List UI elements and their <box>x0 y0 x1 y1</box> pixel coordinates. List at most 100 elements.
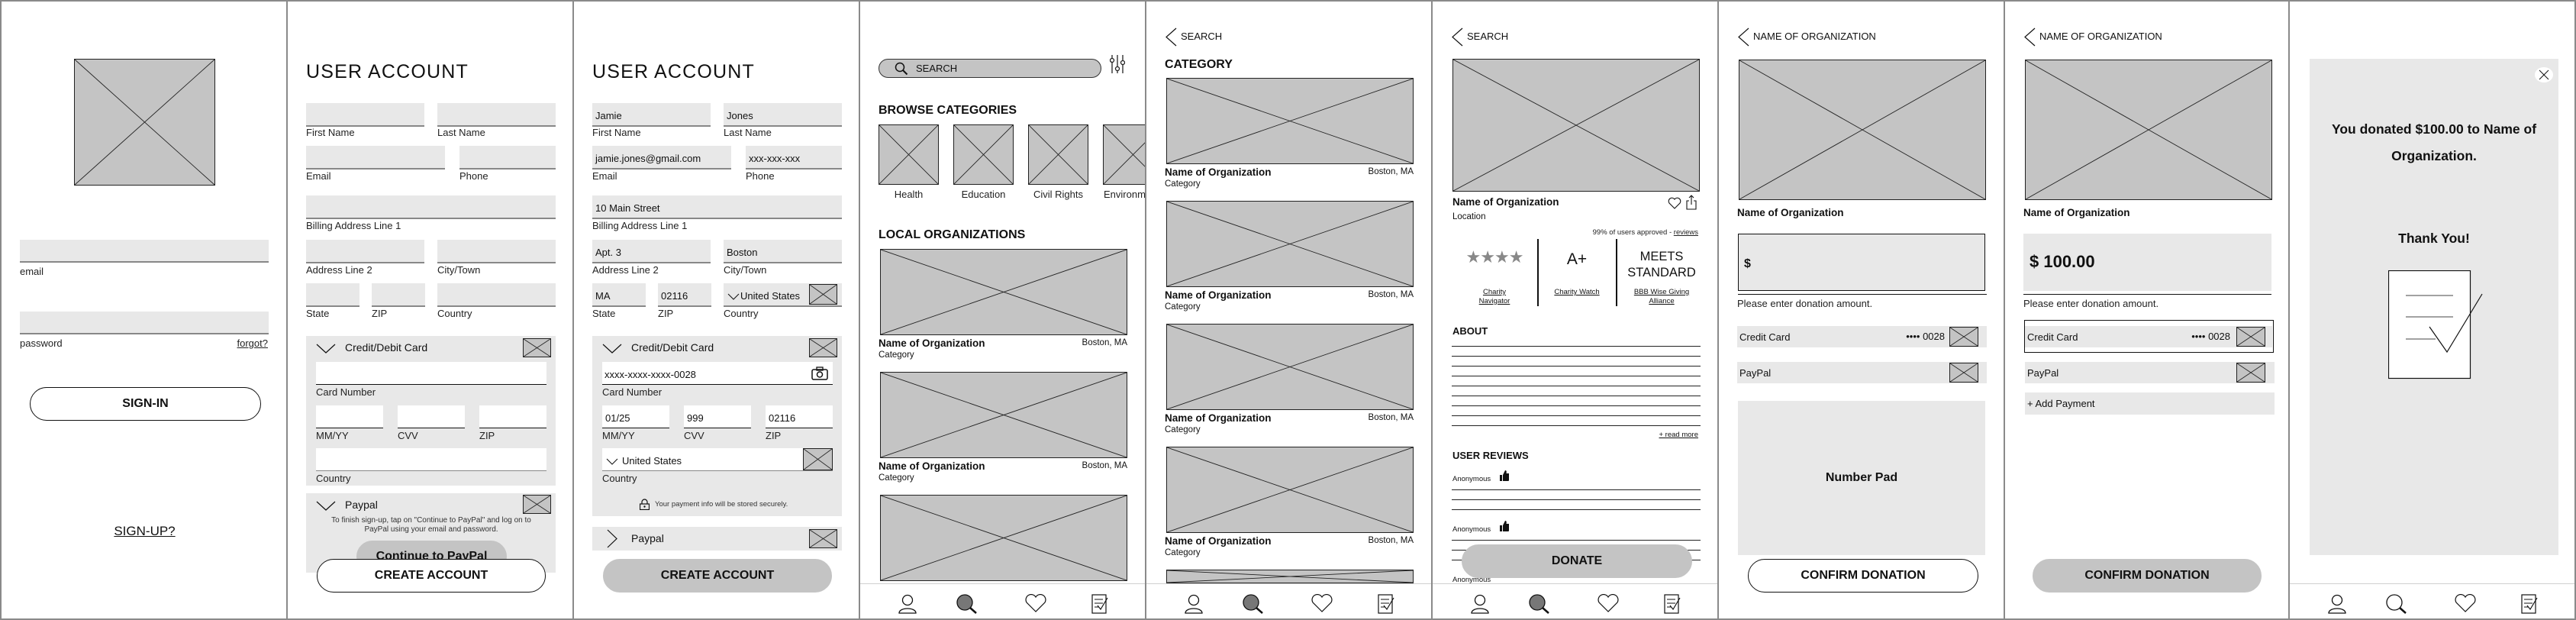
billing-address-input[interactable]: 10 Main Street <box>592 195 842 219</box>
sign-up-link[interactable]: SIGN-UP? <box>114 524 176 538</box>
back-link[interactable]: SEARCH <box>1467 31 1509 42</box>
org-card[interactable]: Name of Organization Boston, MA Category <box>1146 324 1431 438</box>
address-line-2-input[interactable]: Apt. 3 <box>592 240 711 263</box>
back-link[interactable]: SEARCH <box>1181 31 1223 42</box>
payment-method-credit-card[interactable]: Credit Card •••• 0028 <box>2025 326 2272 347</box>
camera-icon[interactable] <box>811 367 828 380</box>
org-card[interactable]: Name of Organization Boston, MA Category <box>1146 447 1431 561</box>
back-chevron-icon[interactable] <box>2023 27 2036 47</box>
heart-icon[interactable] <box>1311 593 1333 614</box>
sign-in-button[interactable]: SIGN-IN <box>30 387 261 421</box>
paypal-section[interactable]: Paypal <box>592 527 842 551</box>
selected-payment-outline <box>2024 320 2274 353</box>
org-card[interactable]: Name of Organization Boston, MA Category <box>860 372 1145 486</box>
card-number-input[interactable] <box>316 362 546 385</box>
filter-icon[interactable] <box>1110 54 1125 74</box>
first-name-input[interactable] <box>306 103 424 127</box>
phone-input[interactable] <box>459 146 556 170</box>
paypal-logo-placeholder <box>1949 363 1978 383</box>
state-input[interactable]: MA <box>592 283 646 307</box>
chevron-down-icon[interactable] <box>316 344 336 354</box>
chevron-right-icon[interactable] <box>607 529 617 548</box>
org-image[interactable] <box>1166 570 1414 583</box>
city-input[interactable] <box>437 240 556 263</box>
charity-watch-link[interactable]: Charity Watch <box>1554 288 1600 296</box>
email-input[interactable] <box>306 146 445 170</box>
expiry-input[interactable]: 01/25 <box>602 405 669 428</box>
last-name-input[interactable] <box>437 103 556 127</box>
chevron-down-icon[interactable] <box>602 344 622 354</box>
org-card[interactable]: Name of Organization Boston, MA Category <box>860 249 1145 363</box>
history-icon[interactable] <box>2517 594 2540 614</box>
zip-input[interactable] <box>372 283 425 307</box>
close-button[interactable] <box>2535 67 2553 82</box>
read-more-link[interactable]: + read more <box>1659 431 1699 439</box>
back-link[interactable]: NAME OF ORGANIZATION <box>1753 31 1876 42</box>
chevron-down-icon[interactable] <box>316 501 336 512</box>
password-input[interactable] <box>20 312 269 334</box>
expiry-input[interactable] <box>316 405 383 428</box>
bbb-link[interactable]: BBB Wise Giving Alliance <box>1633 288 1690 305</box>
donate-button[interactable]: DONATE <box>1462 544 1692 578</box>
search-bar[interactable]: SEARCH <box>879 59 1101 78</box>
search-icon[interactable] <box>2384 594 2407 614</box>
back-chevron-icon[interactable] <box>1165 27 1177 47</box>
zip-input[interactable]: 02116 <box>658 283 711 307</box>
bottom-nav <box>1146 583 1431 618</box>
phone-input[interactable]: xxx-xxx-xxx <box>746 146 842 170</box>
heart-icon[interactable] <box>2454 593 2477 614</box>
card-zip-input[interactable]: 02116 <box>766 405 833 428</box>
forgot-link[interactable]: forgot? <box>237 337 268 349</box>
profile-icon[interactable] <box>1469 594 1491 614</box>
history-icon[interactable] <box>1374 594 1397 614</box>
card-country-select[interactable]: United States <box>602 448 833 471</box>
add-payment-button[interactable]: + Add Payment <box>2025 392 2275 415</box>
back-chevron-icon[interactable] <box>1451 27 1463 47</box>
heart-icon[interactable] <box>1597 593 1620 614</box>
search-icon[interactable] <box>1240 594 1263 614</box>
history-icon[interactable] <box>1088 594 1111 614</box>
heart-icon[interactable] <box>1024 593 1047 614</box>
org-card[interactable]: Name of Organization Boston, MA Category <box>1146 78 1431 192</box>
card-zip-input[interactable] <box>479 405 546 428</box>
back-chevron-icon[interactable] <box>1737 27 1749 47</box>
card-country-input[interactable] <box>316 448 546 471</box>
state-input[interactable] <box>306 283 359 307</box>
billing-address-input[interactable] <box>306 195 556 219</box>
email-input[interactable]: jamie.jones@gmail.com <box>592 146 731 170</box>
profile-icon[interactable] <box>1182 594 1205 614</box>
category-image <box>953 124 1014 185</box>
card-number-label: Card Number <box>602 386 663 398</box>
reviews-link[interactable]: reviews <box>1673 228 1698 237</box>
payment-method-credit-card[interactable]: Credit Card •••• 0028 <box>1737 326 1987 347</box>
share-icon[interactable] <box>1686 195 1697 210</box>
history-icon[interactable] <box>1660 594 1683 614</box>
address-line-2-input[interactable] <box>306 240 424 263</box>
confirm-donation-button[interactable]: CONFIRM DONATION <box>1748 559 1978 593</box>
payment-method-paypal[interactable]: PayPal <box>2025 362 2275 383</box>
amount-input[interactable]: $ <box>1738 234 1985 291</box>
search-icon[interactable] <box>1527 594 1549 614</box>
cvv-input[interactable] <box>398 405 465 428</box>
back-link[interactable]: NAME OF ORGANIZATION <box>2039 31 2162 42</box>
org-image[interactable] <box>880 495 1127 581</box>
search-icon[interactable] <box>954 594 977 614</box>
card-number-input[interactable]: xxxx-xxxx-xxxx-0028 <box>602 362 833 385</box>
profile-icon[interactable] <box>896 594 919 614</box>
number-pad[interactable]: Number Pad <box>1738 401 1985 555</box>
create-account-button[interactable]: CREATE ACCOUNT <box>603 559 832 593</box>
first-name-input[interactable]: Jamie <box>592 103 711 127</box>
profile-icon[interactable] <box>2326 594 2349 614</box>
create-account-button[interactable]: CREATE ACCOUNT <box>317 559 546 593</box>
cvv-input[interactable]: 999 <box>684 405 751 428</box>
amount-input[interactable]: $ 100.00 <box>2023 234 2271 291</box>
last-name-input[interactable]: Jones <box>724 103 842 127</box>
confirm-donation-button[interactable]: CONFIRM DONATION <box>2033 559 2262 593</box>
payment-method-paypal[interactable]: PayPal <box>1737 362 1987 383</box>
org-card[interactable]: Name of Organization Boston, MA Category <box>1146 201 1431 315</box>
heart-icon[interactable] <box>1668 197 1681 209</box>
city-input[interactable]: Boston <box>724 240 842 263</box>
charity-navigator-link[interactable]: Charity Navigator <box>1478 288 1510 305</box>
country-input[interactable] <box>437 283 556 307</box>
email-input[interactable] <box>20 240 269 263</box>
